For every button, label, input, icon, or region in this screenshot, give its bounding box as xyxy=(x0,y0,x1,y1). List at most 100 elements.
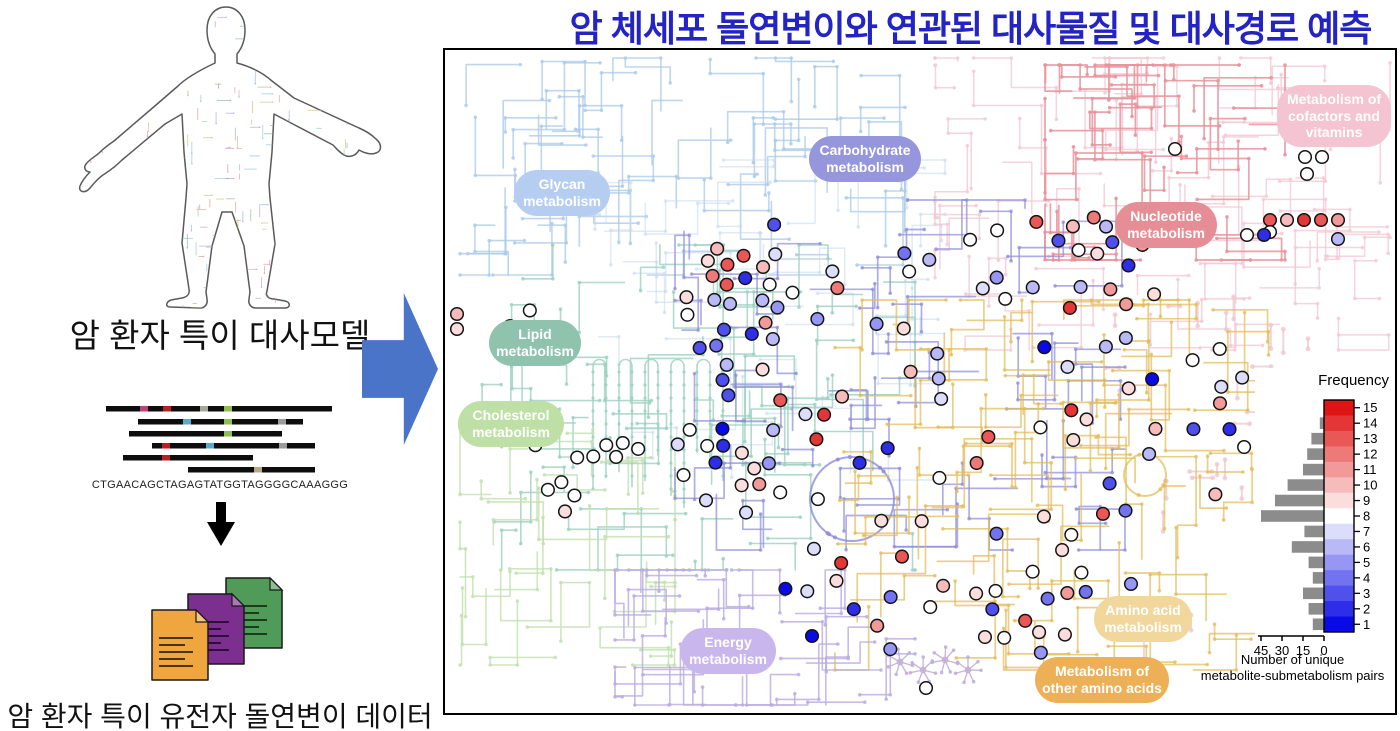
metabolite-nodes xyxy=(449,141,1346,696)
metabolite-node xyxy=(762,277,777,292)
down-arrow-icon xyxy=(207,502,235,546)
metabolite-node xyxy=(809,432,824,447)
metabolite-node xyxy=(631,441,646,456)
metabolite-node xyxy=(1098,339,1113,354)
metabolite-node xyxy=(700,253,715,268)
human-body-figure xyxy=(78,6,382,309)
metabolite-node xyxy=(897,246,912,261)
svg-text:4: 4 xyxy=(1363,570,1370,585)
figure-title: 암 체세포 돌연변이와 연관된 대사물질 및 대사경로 예측 xyxy=(569,8,1373,49)
dna-reads xyxy=(106,406,332,473)
metabolite-node xyxy=(1025,280,1040,295)
svg-text:13: 13 xyxy=(1363,431,1377,446)
metabolite-node xyxy=(896,321,911,336)
metabolite-node xyxy=(1118,330,1133,346)
metabolite-node xyxy=(1296,212,1312,228)
metabolite-node xyxy=(1078,584,1093,599)
metabolite-node xyxy=(1212,341,1227,357)
metabolite-node xyxy=(1313,212,1329,228)
metabolite-node xyxy=(720,257,735,272)
metabolite-node xyxy=(810,492,825,507)
metabolite-node xyxy=(698,493,714,508)
metabolite-node xyxy=(817,407,832,422)
metabolite-node xyxy=(773,485,788,500)
metabolite-node xyxy=(1033,420,1048,435)
metabolite-node xyxy=(734,478,749,493)
metabolite-node xyxy=(738,271,753,286)
metabolite-node xyxy=(1121,258,1136,273)
metabolite-node xyxy=(969,455,984,471)
metabolite-node xyxy=(997,630,1012,645)
metabolite-node xyxy=(1279,212,1295,228)
metabolite-node xyxy=(1079,412,1094,427)
legend-caption-line2: metabolite-submetabolism pairs xyxy=(1200,668,1385,683)
metabolite-node xyxy=(804,628,820,644)
metabolite-node xyxy=(761,456,776,471)
metabolite-node xyxy=(1121,381,1136,396)
metabolite-node xyxy=(1256,227,1272,243)
metabolite-node xyxy=(679,290,694,305)
metabolite-node xyxy=(722,296,738,311)
metabolite-node xyxy=(1029,214,1044,229)
metabolite-node xyxy=(1066,433,1081,448)
metabolite-node xyxy=(800,584,815,599)
metabolite-node xyxy=(755,362,770,377)
metabolite-node xyxy=(870,618,885,633)
model-label: 암 환자 특이 대사모델 xyxy=(69,317,371,354)
cluster-circle xyxy=(809,455,895,542)
human-silhouette xyxy=(78,6,382,309)
svg-text:10: 10 xyxy=(1363,478,1377,493)
metabolite-node xyxy=(934,391,949,406)
metabolite-node xyxy=(1102,476,1117,491)
metabolite-node xyxy=(988,583,1003,598)
svg-text:12: 12 xyxy=(1363,447,1377,462)
metabolite-node xyxy=(586,449,601,464)
svg-text:14: 14 xyxy=(1363,416,1377,431)
svg-text:45: 45 xyxy=(1254,643,1268,658)
svg-text:3: 3 xyxy=(1363,586,1370,601)
metabolite-node xyxy=(715,373,730,388)
metabolite-node xyxy=(707,292,722,307)
metabolite-node xyxy=(599,438,614,453)
metabolite-node xyxy=(449,306,465,322)
metabolite-node xyxy=(540,482,555,497)
metabolite-node xyxy=(1237,439,1252,455)
metabolite-node xyxy=(798,407,813,422)
metabolite-node xyxy=(1222,422,1237,437)
dna-sequence-text: CTGAACAGCTAGAGTATGGTAGGGGCAAAGGG xyxy=(91,479,349,491)
metabolite-node xyxy=(1299,166,1315,182)
metabolite-node xyxy=(1145,372,1160,387)
metabolite-node xyxy=(756,259,771,275)
metabolite-node xyxy=(773,393,788,408)
metabolite-node xyxy=(930,346,945,361)
metabolite-node xyxy=(985,602,1000,617)
metabolite-node xyxy=(830,281,845,296)
metabolite-node xyxy=(918,680,934,696)
metabolite-node xyxy=(1123,576,1139,592)
metabolite-node xyxy=(869,316,884,332)
metabolite-node xyxy=(1142,446,1157,462)
legend-title: Frequency xyxy=(1318,372,1389,389)
metabolite-node xyxy=(1239,227,1255,243)
metabolite-node xyxy=(834,389,850,404)
metabolite-node xyxy=(1051,233,1066,248)
metabolite-node xyxy=(1185,353,1200,368)
metabolite-node xyxy=(557,504,573,519)
metabolite-node xyxy=(758,315,773,330)
metabolite-node xyxy=(1098,219,1114,234)
metabolite-node xyxy=(767,217,782,232)
svg-text:5: 5 xyxy=(1363,555,1370,570)
metabolite-node xyxy=(1018,613,1033,628)
metabolite-node xyxy=(710,241,725,256)
metabolite-node xyxy=(682,422,697,437)
metabolite-node xyxy=(765,332,780,347)
